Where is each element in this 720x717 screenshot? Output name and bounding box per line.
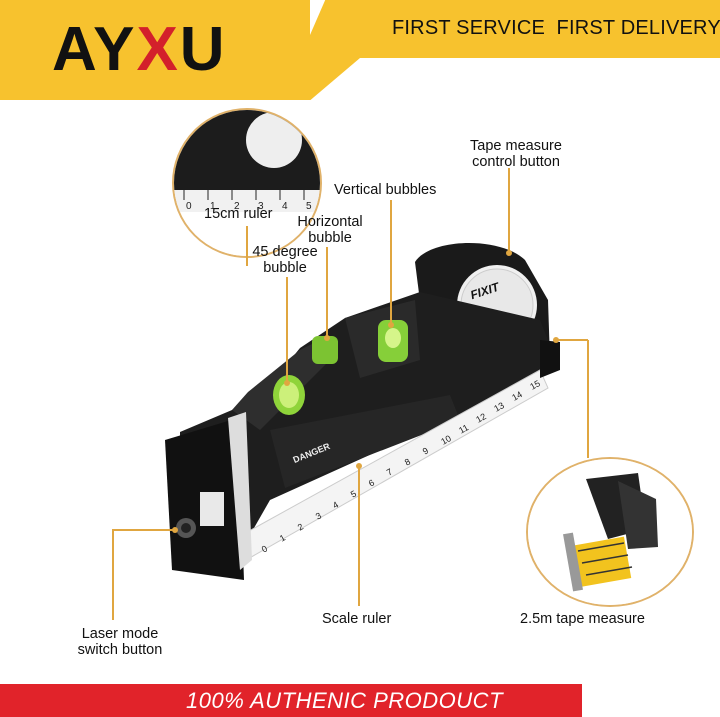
label-horizontal-line2: bubble (308, 230, 352, 246)
label-laser-line1: Laser mode (81, 626, 159, 642)
callout-line-tape-top (558, 339, 588, 341)
mini-ruler-tick-label: 4 (282, 201, 288, 212)
label-horizontal-line1: Horizontal (297, 214, 363, 230)
callout-dot-laser (172, 527, 178, 533)
callout-line-ruler (246, 226, 248, 266)
label-45deg-line1: 45 degree (252, 244, 318, 260)
label-tape-control-line1: Tape measure (470, 138, 562, 154)
logo-right: U (179, 15, 227, 84)
callout-dot-45deg (284, 380, 290, 386)
callout-line-tape (587, 340, 589, 458)
footer-bar (0, 684, 582, 717)
label-tape-control-line2: control button (472, 154, 560, 170)
mini-ruler-tick-label: 2 (234, 201, 240, 212)
label-tape-control-button: Tape measure control button (462, 138, 570, 170)
callout-dot-tape-control (506, 250, 512, 256)
label-horizontal-bubble: Horizontal bubble (290, 214, 370, 246)
label-45-degree-bubble: 45 degree bubble (244, 244, 326, 276)
callout-line-laser (112, 530, 114, 620)
callout-dot-vertical (388, 322, 394, 328)
tape-detail-circle (526, 457, 694, 607)
label-15cm-ruler: 15cm ruler (204, 206, 273, 222)
label-laser-line2: switch button (77, 642, 163, 658)
callout-line-scale (358, 466, 360, 606)
callout-line-laser-h (112, 529, 174, 531)
logo-left: AY (52, 15, 137, 84)
label-scale-ruler: Scale ruler (322, 611, 392, 627)
mini-ruler-tick-label: 1 (210, 201, 216, 212)
brand-logo: AYXU (52, 14, 227, 84)
tape-detail-image (528, 459, 692, 605)
callout-line-tape-control (508, 168, 510, 252)
callout-dot-tape (553, 337, 559, 343)
label-vertical-bubbles: Vertical bubbles (334, 182, 437, 198)
mini-ruler-tick-label: 3 (258, 201, 264, 212)
callout-dot-scale (356, 463, 362, 469)
label-45deg-line2: bubble (263, 260, 307, 276)
header-yellow-bar (300, 0, 720, 58)
mini-ruler-tick-label: 5 (306, 201, 312, 212)
logo-x: X (136, 15, 180, 84)
callout-dot-horizontal (324, 335, 330, 341)
label-laser-mode-switch: Laser mode switch button (68, 626, 172, 658)
footer-text: 100% AUTHENIC PRODOUCT (186, 688, 504, 713)
mini-ruler-tick-label: 0 (186, 201, 192, 212)
label-tape-measure: 2.5m tape measure (520, 611, 645, 627)
tagline: FIRST SERVICE FIRST DELIVERY (392, 17, 720, 39)
callout-line-vertical (390, 200, 392, 324)
callout-line-45deg (286, 277, 288, 382)
callout-line-horizontal (326, 247, 328, 337)
header-yellow-panel (0, 0, 310, 100)
